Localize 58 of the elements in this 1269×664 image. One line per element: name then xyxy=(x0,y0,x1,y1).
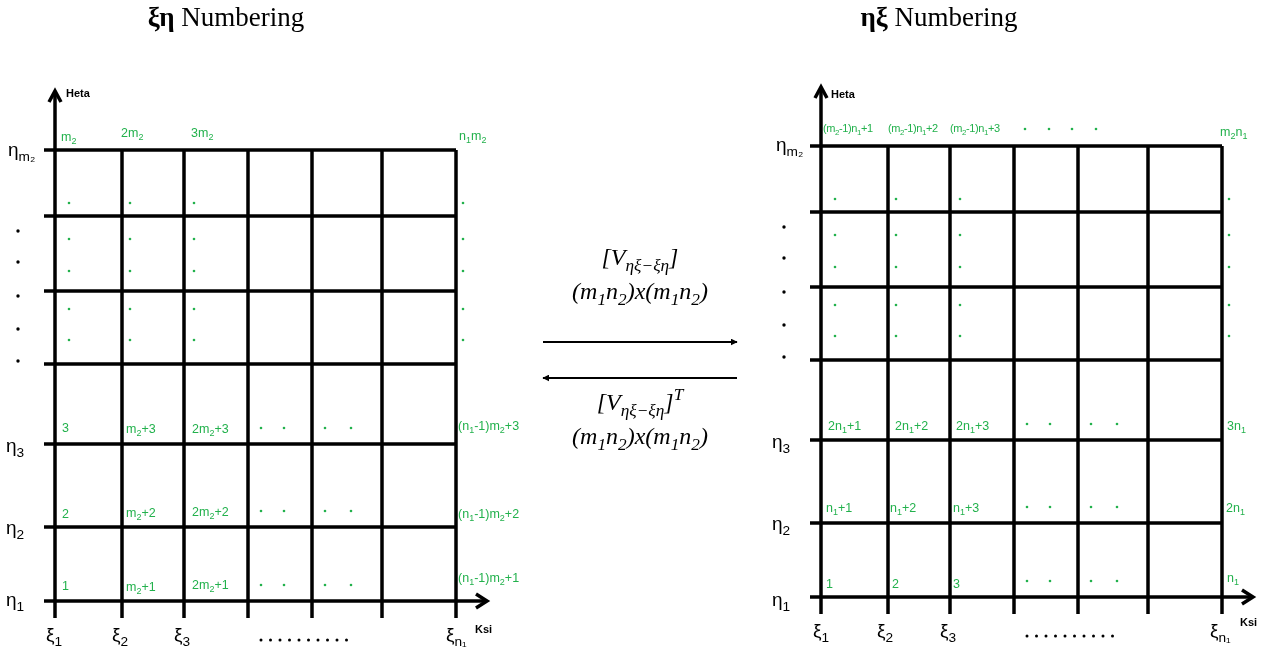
axis-tick-label: η$_{3}$ xyxy=(6,436,25,457)
axis-tick-label: ξ$_{2}$ xyxy=(877,621,894,642)
axis-tick-label: η$_{3}$ xyxy=(772,432,791,453)
diagram-heading: ηξ Numbering xyxy=(860,2,1018,33)
axis-name-label: Heta xyxy=(831,88,855,101)
axis-tick-label: ξ$_{3}$ xyxy=(174,625,191,646)
node-number-label: n$_{1}$+2 xyxy=(890,502,917,516)
axis-tick-label: ξ$_{n₁}$ xyxy=(446,625,467,646)
node-number-label: m$_{2}$+1 xyxy=(126,581,156,595)
node-number-label: 2n$_{1}$+1 xyxy=(828,420,862,434)
node-number-label: m$_{2}$+2 xyxy=(126,507,156,521)
node-number-label: (n$_{1}$-1)m$_{2}$+3 xyxy=(458,420,520,434)
node-number-label: (m$_{2}$-1)n$_{1}$+3 xyxy=(950,122,1000,135)
axis-name-label: Heta xyxy=(66,87,90,100)
axis-name-label: Ksi xyxy=(1240,616,1258,629)
node-number-label: (m$_{2}$-1)n$_{1}$+2 xyxy=(888,122,938,135)
node-number-label: (m$_{2}$-1)n$_{1}$+1 xyxy=(823,122,873,135)
node-number-label: 2n$_{1}$+3 xyxy=(956,420,990,434)
node-number-label: n$_{1}$+3 xyxy=(953,502,980,516)
node-number-label: m$_{2}$n$_{1}$ xyxy=(1220,126,1248,140)
node-number-label: 3n$_{1}$ xyxy=(1227,420,1246,434)
axis-tick-label: ξ$_{n₁}$ xyxy=(1210,621,1231,642)
arrow xyxy=(542,374,738,382)
arrow xyxy=(542,338,738,346)
node-number-label: (n$_{1}$-1)m$_{2}$+1 xyxy=(458,572,520,586)
axis-tick-label: ξ$_{1}$ xyxy=(46,625,63,646)
node-number-label: 2n$_{1}$+2 xyxy=(895,420,929,434)
node-number-label: 2m$_{2}$+3 xyxy=(192,423,229,437)
node-number-label: 2m$_{2}$ xyxy=(121,127,144,141)
node-number-label: (n$_{1}$-1)m$_{2}$+2 xyxy=(458,508,520,522)
node-number-label: 1 xyxy=(826,578,833,592)
node-number-label: 2n$_{1}$ xyxy=(1226,502,1245,516)
node-number-label: 3 xyxy=(62,422,69,436)
axis-tick-label: η$_{1}$ xyxy=(772,590,791,611)
node-number-label: n$_{1}$+1 xyxy=(826,502,853,516)
node-number-label: 2m$_{2}$+1 xyxy=(192,579,229,593)
axis-tick-label: ξ$_{1}$ xyxy=(813,621,830,642)
node-number-label: 2 xyxy=(892,578,899,592)
node-number-label: n$_{1}$m$_{2}$ xyxy=(459,130,487,144)
axis-tick-label: ξ$_{2}$ xyxy=(112,625,129,646)
axis-tick-label: η$_{m₂}$ xyxy=(8,140,36,161)
node-number-label: 3m$_{2}$ xyxy=(191,127,214,141)
axis-tick-label: η$_{2}$ xyxy=(772,514,791,535)
node-number-label: m$_{2}$+3 xyxy=(126,423,156,437)
axis-name-label: Ksi xyxy=(475,623,493,636)
node-number-label: 3 xyxy=(953,578,960,592)
edge-label: [V$_{ηξ−ξη}$]$^{T}$ (m$_{1}$n$_{2}$)x(m$_{1}$n$_{2}$) xyxy=(571,385,709,453)
diagram-heading: ξη Numbering xyxy=(147,2,305,33)
axis-tick-label: η$_{m₂}$ xyxy=(776,135,804,156)
axis-tick-label: η$_{2}$ xyxy=(6,518,25,539)
edge-label: [V$_{ηξ−ξη}$] (m$_{1}$n$_{2}$)x(m$_{1}$n$_{2}$) xyxy=(571,243,709,308)
node-number-label: 1 xyxy=(62,580,69,594)
axis-tick-label: ξ$_{3}$ xyxy=(940,621,957,642)
node-number-label: m$_{2}$ xyxy=(61,131,77,145)
node-number-label: n$_{1}$ xyxy=(1227,572,1239,586)
axis-tick-label: η$_{1}$ xyxy=(6,590,25,611)
node-number-label: 2m$_{2}$+2 xyxy=(192,506,229,520)
node-number-label: 2 xyxy=(62,508,69,522)
